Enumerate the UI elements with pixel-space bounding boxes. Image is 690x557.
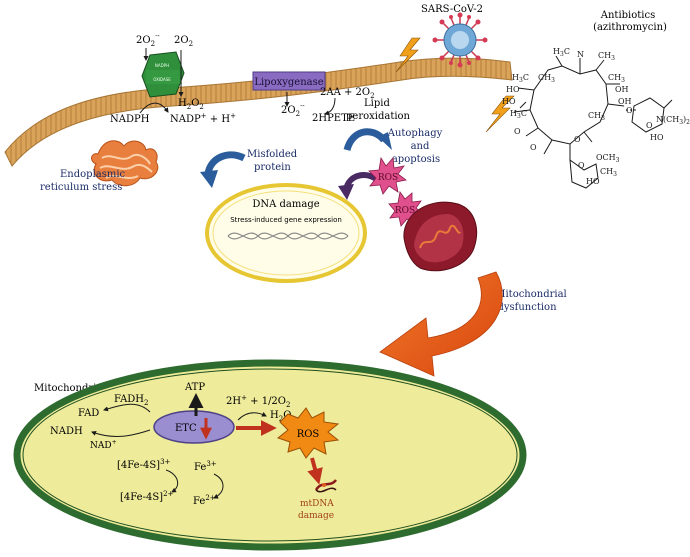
h2o-arrow	[237, 411, 267, 421]
mol-o-2: O	[530, 143, 537, 152]
nadh-label: NADH	[50, 426, 83, 437]
fadh2-label: FADH2	[114, 394, 149, 407]
nad-label: NAD+	[90, 439, 117, 451]
mol-ch3-4: CH3	[600, 167, 617, 178]
mol-ch3-top: CH3	[598, 51, 615, 62]
mol-n-top: N	[577, 50, 584, 59]
mol-o-1: O	[514, 127, 521, 136]
o2-left-label: 2O2·-	[136, 32, 160, 48]
aa-label: 2AA + 2O2	[320, 87, 375, 100]
nadh-arrow	[91, 429, 151, 437]
ros-to-mtdna-arrow	[307, 457, 323, 485]
oxidase-bottom-label: OXIDASE	[153, 77, 171, 82]
fes2-label: [4Fe-4S]2+	[120, 490, 174, 503]
mol-o-6: O	[578, 161, 585, 170]
mol-oh-1: OH	[615, 85, 629, 94]
mitochondria-title: Mitochondria	[34, 383, 102, 394]
dna-damage-label: DNA damage	[252, 199, 319, 210]
mol-h3c-1: H3C	[553, 47, 570, 58]
h2o2-label: H2O2	[178, 98, 204, 111]
antibiotics-label: Antibiotics(azithromycin)	[593, 10, 667, 33]
ros-label-2: ROS	[395, 206, 415, 216]
mol-n-right: N(CH3)2	[656, 115, 690, 126]
hpete-label: 2HPETE	[312, 113, 355, 124]
ros-burst-mito: ROS	[276, 407, 340, 459]
fes3-label: [4Fe-4S]3+	[117, 458, 171, 471]
fe2-label: Fe2+	[193, 494, 216, 507]
lightning-icon	[395, 37, 421, 73]
nadph-oxidase-complex: NADPH OXIDASE	[141, 51, 185, 98]
fe-cycle-arrow	[213, 473, 224, 499]
mol-ho-3: HO	[650, 133, 664, 142]
atp-label: ATP	[184, 382, 205, 393]
mol-ch3-2: CH3	[608, 73, 625, 84]
mitochondrion-icon	[403, 201, 478, 272]
fe3-label: Fe3+	[194, 460, 217, 473]
mol-h3c-2: H3C	[512, 73, 529, 84]
mol-ch3-3: CH3	[588, 111, 605, 122]
mol-h3c-3: H3C	[510, 109, 527, 120]
lightning-icon	[485, 95, 515, 133]
misfolded-curved-arrow	[204, 151, 246, 175]
mol-ho-2: HO	[502, 97, 516, 106]
o2-reaction-label: 2H+ + 1/2O2	[226, 394, 290, 409]
ros-burst-1: ROS	[368, 156, 407, 195]
etc-label: ETC	[175, 423, 197, 434]
mol-o-4: O	[626, 106, 633, 115]
stress-gene-label: Stress-induced gene expression	[230, 216, 342, 224]
etc-complex: ETC	[153, 410, 235, 444]
nucleus-dna-damage: DNA damage Stress-induced gene expressio…	[205, 183, 367, 283]
superoxide-label: 2O2·-	[281, 102, 305, 118]
fadh2-arrow	[103, 403, 151, 413]
virus-icon	[432, 12, 488, 68]
fes-cycle-arrow	[165, 469, 179, 493]
nadp-label: NADP+ + H+	[170, 112, 236, 125]
mol-ho-4: HO	[586, 177, 600, 186]
ros-label-mito: ROS	[297, 429, 320, 440]
azithromycin-structure	[513, 55, 673, 189]
mol-ch3-1: CH3	[538, 73, 555, 84]
mol-o-5: O	[646, 121, 653, 130]
aa-arrow	[324, 97, 336, 116]
o2-right-label: 2O2	[174, 35, 193, 48]
mol-oh-2: OH	[618, 97, 632, 106]
ros-label-1: ROS	[378, 173, 398, 183]
mito-dysfunction-big-arrow	[379, 271, 503, 377]
lipoxygenase-label: Lipoxygenase	[254, 77, 323, 88]
mol-ho-1: HO	[506, 85, 520, 94]
nadph-label: NADPH	[110, 114, 150, 125]
mol-o-3: O	[574, 135, 581, 144]
oxidase-top-label: NADPH	[155, 63, 169, 68]
autophagy-curved-arrow	[343, 128, 387, 152]
fad-label: FAD	[78, 408, 99, 419]
sars-label: SARS-CoV-2	[421, 4, 483, 15]
mtdna-icon	[314, 479, 337, 493]
nadph-arrow	[139, 102, 169, 114]
mitochondria-organelle	[13, 359, 527, 551]
endoplasmic-reticulum-icon	[91, 140, 159, 187]
dna-helix-icon	[227, 232, 349, 240]
mol-och3: OCH3	[596, 153, 620, 164]
lipoxygenase-box: Lipoxygenase	[252, 71, 326, 91]
